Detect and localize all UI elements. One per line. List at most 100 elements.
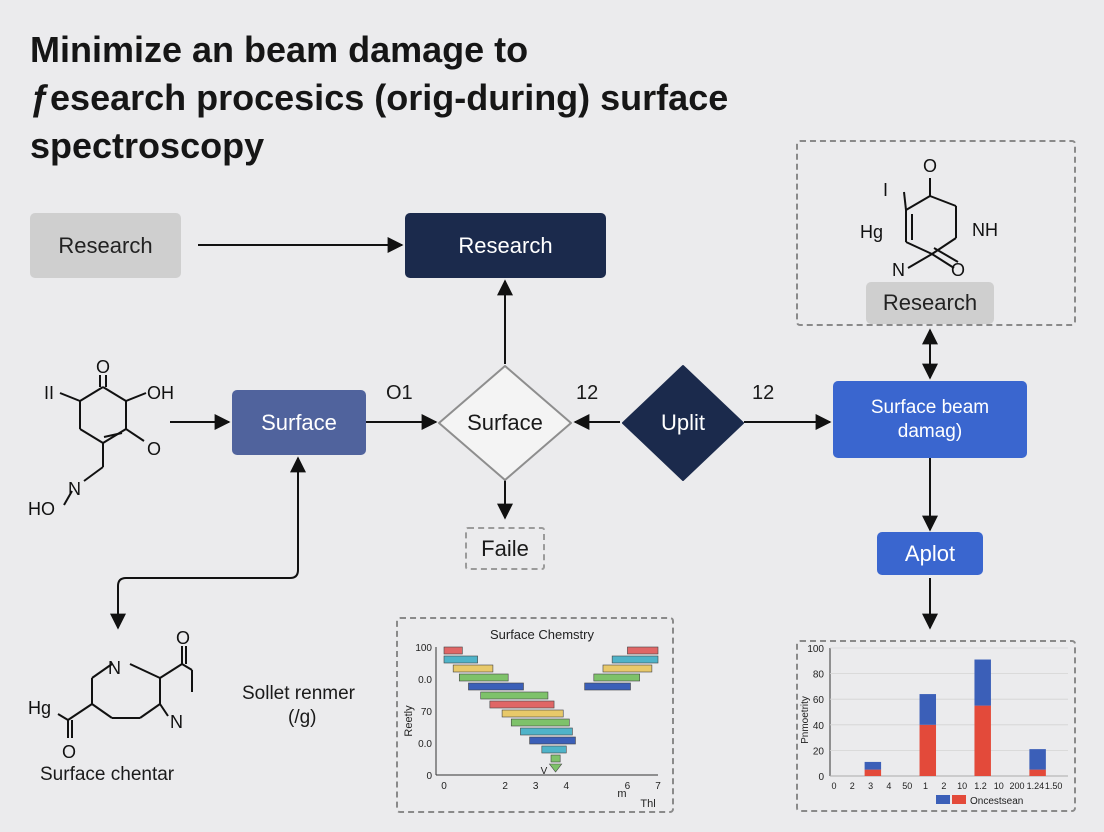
- chart1-bar-right: [602, 664, 653, 673]
- chart2-x-tick: 4: [886, 781, 891, 791]
- mol-tr-atom-hg: Hg: [860, 222, 883, 242]
- chart2-ylabel: Pnmoetrity: [800, 696, 811, 744]
- chart1-ylabel: Reetly: [403, 705, 415, 737]
- chart2-x-tick: 200: [1010, 781, 1025, 791]
- surface-chemistry-chart: Surface Chemstry Reetly m Thl V 1000.070…: [403, 627, 661, 810]
- chart1-x-tick: 4: [564, 781, 570, 792]
- chart1-x-tick: 2: [502, 781, 508, 792]
- title-line-3: spectroscopy: [30, 125, 265, 166]
- chart1-bar-right: [627, 646, 659, 655]
- mol-bottom-atom-hg: Hg: [28, 698, 51, 718]
- surface-beam-box[interactable]: Surface beam damag): [833, 381, 1027, 458]
- side-label-1: Sollet renmer: [242, 683, 355, 704]
- chart2-bar-blue: [919, 694, 937, 725]
- research-navy-box[interactable]: Research: [405, 213, 606, 278]
- aplot-box[interactable]: Aplot: [877, 532, 983, 575]
- chart1-bar: [443, 646, 463, 655]
- chart2-bar-blue: [974, 659, 991, 706]
- mol-bottom-atom-n-top: N: [108, 658, 121, 678]
- chart1-title: Surface Chemstry: [490, 627, 595, 642]
- mol-tr-atom-i: I: [883, 180, 888, 200]
- mol-bottom-atom-n: N: [170, 712, 183, 732]
- faile-box[interactable]: Faile: [465, 527, 545, 570]
- chart2-x-tick: 3: [868, 781, 873, 791]
- chart1-corner-label: Thl: [640, 798, 655, 810]
- chart1-bar-right: [611, 655, 659, 664]
- bar-chart: Pnmoetrity Oncestsean 0 20 40 60 80 100 0 2 3 4 50…: [800, 644, 1068, 807]
- chart2-bar-blue: [864, 761, 882, 770]
- mol-tr-atom-o: O: [951, 260, 965, 280]
- chart2-x-tick: 2: [850, 781, 855, 791]
- left-molecule: II O OH O N HO: [28, 357, 174, 519]
- title-line-1: Minimize an beam damage to: [30, 29, 529, 70]
- chart1-x-tick: 0: [441, 781, 447, 792]
- research-molecule-box[interactable]: Research: [866, 282, 994, 324]
- chart2-x-tick: 1.2: [974, 781, 987, 791]
- surface-diamond[interactable]: [437, 364, 573, 482]
- chart2-y-tick: 40: [813, 721, 825, 732]
- aplot-label: Aplot: [904, 540, 956, 566]
- chart1-bar: [443, 655, 478, 664]
- mol-left-atom-n: N: [68, 479, 81, 499]
- chart2-y-tick: 80: [813, 670, 825, 681]
- chart2-y-tick: 0: [818, 772, 824, 783]
- uplit-diamond-label: Uplit: [660, 410, 705, 435]
- surface-chemistry-chart-frame: [396, 617, 674, 813]
- chart2-legend-blue: [936, 795, 950, 804]
- chart2-y-tick: 60: [813, 695, 825, 706]
- research-molecule-label: Research: [882, 290, 978, 315]
- edge-label-12-right: 12: [752, 382, 775, 404]
- research-gray-label: Research: [58, 232, 153, 258]
- chart2-x-tick: 2: [941, 781, 946, 791]
- chart1-x-tick: 7: [655, 781, 661, 792]
- chart1-bar: [458, 673, 509, 682]
- molecule-panel: [796, 140, 1076, 326]
- chart1-y-tick: 100: [415, 643, 432, 654]
- chart1-bar: [541, 745, 567, 754]
- chart1-y-tick: 0.0: [418, 675, 432, 686]
- chart1-bar: [529, 736, 576, 745]
- surface-diamond-label: Surface: [467, 410, 543, 435]
- edge-label-o1: O1: [386, 382, 413, 404]
- chart1-bar: [510, 718, 570, 727]
- research-gray-box[interactable]: Research: [30, 213, 181, 278]
- mol-left-atom-o-top: O: [96, 357, 110, 377]
- chart2-bar-red: [1029, 769, 1046, 776]
- chart1-bar: [489, 700, 555, 709]
- chart2-x-tick: 1.24: [1027, 781, 1045, 791]
- mol-bottom-atom-o: O: [62, 742, 76, 762]
- chart2-y-tick: 100: [807, 644, 824, 655]
- chart1-v-label: V: [541, 766, 548, 777]
- chart2-bar-blue: [1029, 749, 1046, 770]
- mol-tr-atom-o-top: O: [923, 156, 937, 176]
- chart2-legend-label: Oncestsean: [970, 796, 1023, 807]
- chart2-y-tick: 20: [813, 746, 825, 757]
- uplit-diamond[interactable]: [621, 364, 745, 482]
- bottom-molecule-caption: Surface chentar: [40, 764, 175, 785]
- edge-surface-to-bottom: [110, 456, 306, 630]
- surface-beam-label-1: Surface beam: [870, 396, 990, 418]
- chart2-x-tick: 1: [923, 781, 928, 791]
- mol-left-atom-o: O: [147, 439, 161, 459]
- chart1-bar: [468, 682, 524, 691]
- chart1-bar: [520, 727, 573, 736]
- chart2-bar-red: [974, 705, 991, 776]
- faile-label: Faile: [481, 535, 529, 561]
- chart2-legend-red: [952, 795, 966, 804]
- chart1-y-tick: 0: [426, 771, 432, 782]
- chart1-bar: [452, 664, 494, 673]
- chart2-x-tick: 10: [994, 781, 1004, 791]
- chart1-xlabel: m: [617, 788, 626, 800]
- chart2-x-tick: 50: [902, 781, 912, 791]
- bar-chart-frame: [796, 640, 1076, 812]
- surface-box[interactable]: Surface: [232, 390, 366, 455]
- chart2-x-tick: 10: [957, 781, 967, 791]
- research-navy-label: Research: [458, 232, 553, 258]
- chart1-y-tick: 70: [421, 707, 433, 718]
- mol-left-atom-ho: HO: [28, 499, 55, 519]
- chart2-x-tick: 0: [831, 781, 836, 791]
- chart1-bar-tip: [548, 763, 563, 773]
- page-title: Minimize an beam damage to ƒesearch proc…: [30, 26, 790, 170]
- side-label-2: (/g): [288, 707, 317, 728]
